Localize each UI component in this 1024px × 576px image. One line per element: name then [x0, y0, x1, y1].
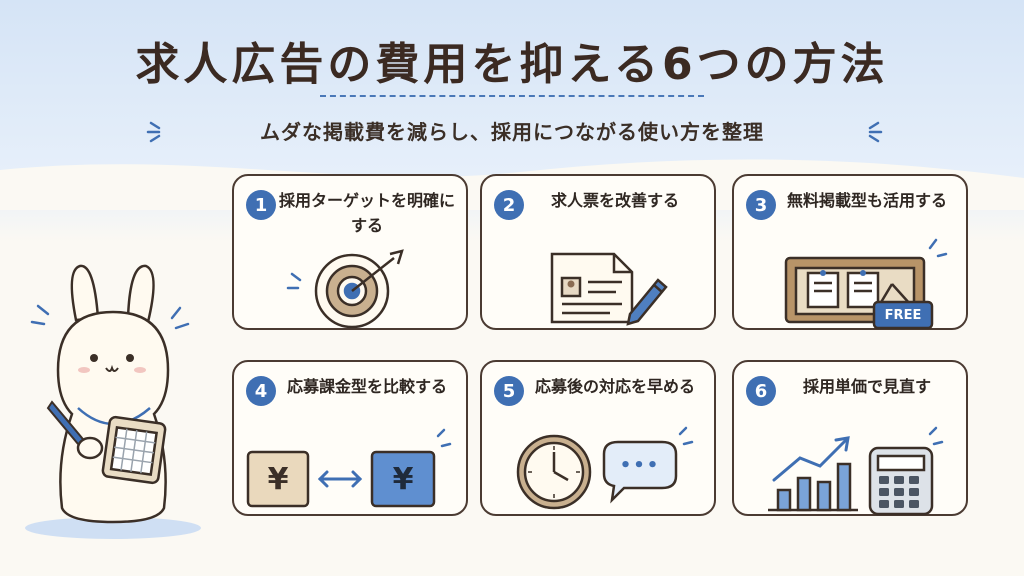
tip-card-2: 2 求人票を改善する	[480, 174, 716, 330]
sparkle-icon	[868, 121, 883, 143]
chart-calculator-icon	[768, 426, 944, 516]
card-number: 2	[494, 190, 524, 220]
yen-symbol-left: ¥	[267, 461, 289, 497]
page-title: 求人広告の費用を抑える6つの方法	[135, 39, 889, 90]
chat-ellipsis: •••	[619, 454, 661, 476]
tip-card-3: 3 無料掲載型も活用する FREE	[732, 174, 968, 330]
yen-compare-icon	[246, 428, 452, 508]
free-badge: FREE	[884, 307, 922, 323]
sparkle-icon	[146, 121, 161, 143]
bulletin-board-icon	[784, 238, 948, 330]
document-pencil-icon	[550, 252, 668, 326]
card-title: 無料掲載型も活用する	[786, 191, 947, 210]
tip-card-6: 6 採用単価で見直す	[732, 360, 968, 516]
card-number: 5	[494, 376, 524, 406]
card-title: 採用ターゲットを明確にする	[278, 191, 455, 235]
target-icon	[286, 249, 404, 329]
card-title: 求人票を改善する	[550, 191, 679, 210]
title-divider	[320, 95, 704, 97]
card-number: 6	[746, 376, 776, 406]
tip-card-5: 5 応募後の対応を早める •••	[480, 360, 716, 516]
card-title: 採用単価で見直す	[802, 377, 931, 396]
page-subtitle: ムダな掲載費を減らし、採用につながる使い方を整理	[260, 120, 764, 144]
card-title: 応募後の対応を早める	[534, 377, 695, 396]
card-number: 4	[246, 376, 276, 406]
tip-card-1: 1 採用ターゲットを明確にする	[232, 174, 468, 330]
clock-chat-icon	[516, 426, 694, 510]
rabbit-mascot	[25, 264, 201, 539]
yen-symbol-right: ¥	[392, 461, 414, 497]
tip-card-4: 4 応募課金型を比較する ¥ ¥	[232, 360, 468, 516]
card-title: 応募課金型を比較する	[286, 377, 447, 396]
card-number: 1	[246, 190, 276, 220]
card-number: 3	[746, 190, 776, 220]
